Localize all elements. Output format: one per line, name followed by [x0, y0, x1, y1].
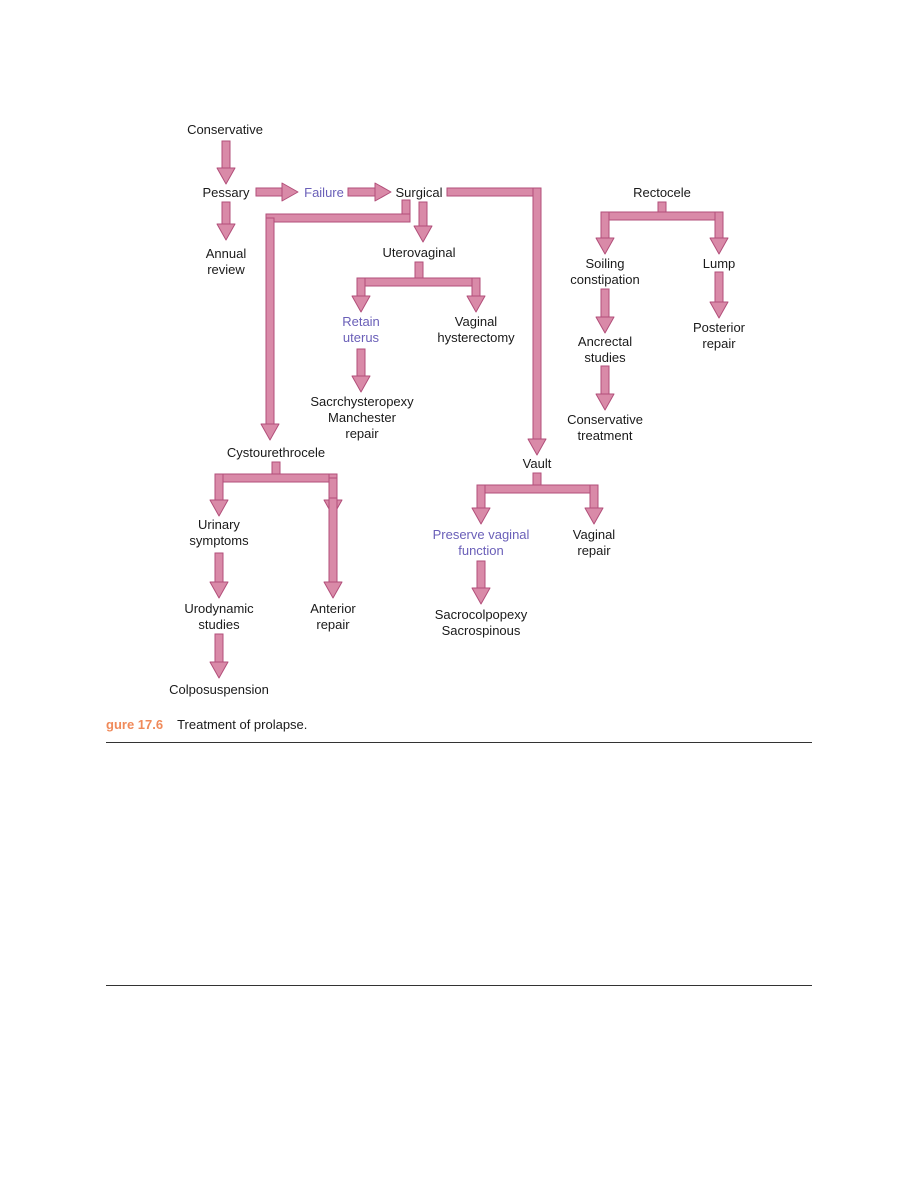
- node-preserve-vaginal-function: Preserve vaginal function: [432, 527, 530, 558]
- branch-uterovaginal-right-head: [466, 295, 486, 313]
- arrow-pessary-annual-review-head: [216, 223, 236, 241]
- branch-vault-left-head: [471, 507, 491, 525]
- node-cystourethrocele: Cystourethrocele: [226, 445, 326, 460]
- branch-rectocele-bar: [600, 211, 724, 221]
- arrow-lump-posterior-head: [709, 301, 729, 319]
- arrow-to-anterior-repair-shaft: [328, 497, 338, 584]
- arrow-anorectal-conservative-head: [595, 393, 615, 411]
- caption-number: gure 17.6: [106, 717, 164, 732]
- arrow-urinary-urodynamic-shaft: [214, 552, 224, 584]
- arrow-surgical-uterovaginal-shaft: [418, 201, 428, 228]
- arrow-failure-surgical-head: [374, 182, 392, 202]
- arrow-preserve-sacrocolpopexy-head: [471, 587, 491, 605]
- node-vault: Vault: [522, 456, 552, 471]
- arrow-soiling-anorectal-head: [595, 316, 615, 334]
- branch-rectocele-left-shaft: [600, 211, 610, 240]
- branch-uterovaginal-left-head: [351, 295, 371, 313]
- branch-uterovaginal-left-shaft: [356, 277, 366, 298]
- caption-text: Treatment of prolapse.: [177, 717, 308, 732]
- divider-top: [106, 742, 812, 743]
- branch-cystourethrocele-left-head: [209, 499, 229, 517]
- arrow-pessary-failure-head: [281, 182, 299, 202]
- branch-rectocele-left-head: [595, 237, 615, 255]
- branch-rectocele-right-shaft: [714, 211, 724, 240]
- path-surgical-vault-a: [446, 187, 542, 197]
- figure-caption: gure 17.6 Treatment of prolapse.: [106, 717, 307, 732]
- branch-vault-right-shaft: [589, 484, 599, 510]
- node-vaginal-repair: Vaginal repair: [572, 527, 616, 558]
- branch-uterovaginal-right-shaft: [471, 277, 481, 298]
- node-anorectal-studies: Ancrectal studies: [577, 334, 633, 365]
- arrow-to-anterior-repair-head: [323, 581, 343, 599]
- arrow-anorectal-conservative-shaft: [600, 365, 610, 396]
- arrow-to-cystourethrocele-shaft: [265, 217, 275, 426]
- arrow-retain-sacro-head: [351, 375, 371, 393]
- node-posterior-repair: Posterior repair: [692, 320, 746, 351]
- arrow-conservative-pessary-shaft: [221, 140, 231, 170]
- node-soiling-constipation: Soiling constipation: [570, 256, 640, 287]
- branch-cysto-right-extend: [328, 477, 338, 501]
- arrow-urodynamic-colposuspension-head: [209, 661, 229, 679]
- branch-uterovaginal-bar: [356, 277, 481, 287]
- node-colposuspension: Colposuspension: [169, 682, 269, 697]
- arrow-preserve-sacrocolpopexy-shaft: [476, 560, 486, 590]
- arrow-pessary-failure-shaft: [255, 187, 284, 197]
- branch-cystourethrocele-bar: [214, 473, 338, 483]
- node-urodynamic-studies: Urodynamic studies: [184, 601, 254, 632]
- arrow-surgical-uterovaginal-head: [413, 225, 433, 243]
- branch-rectocele-right-head: [709, 237, 729, 255]
- node-surgical: Surgical: [395, 185, 443, 200]
- branch-cystourethrocele-left-shaft: [214, 473, 224, 502]
- arrow-lump-posterior-shaft: [714, 271, 724, 304]
- arrow-to-cystourethrocele-head: [260, 423, 280, 441]
- node-failure: Failure: [304, 185, 344, 200]
- divider-bottom: [106, 985, 812, 986]
- node-sacrocolpopexy: Sacrocolpopexy Sacrospinous: [434, 607, 528, 638]
- arrow-to-vault-head: [527, 438, 547, 456]
- branch-vault-bar: [476, 484, 599, 494]
- node-urinary-symptoms: Urinary symptoms: [189, 517, 249, 548]
- arrow-to-vault-shaft: [532, 187, 542, 441]
- path-surgical-cysto-b: [265, 213, 411, 223]
- node-sacrohysteropexy: Sacrchysteropexy Manchester repair: [310, 394, 414, 441]
- arrow-failure-surgical-shaft: [347, 187, 377, 197]
- node-anterior-repair: Anterior repair: [310, 601, 356, 632]
- arrow-urodynamic-colposuspension-shaft: [214, 633, 224, 664]
- node-pessary: Pessary: [202, 185, 250, 200]
- arrow-pessary-annual-review-shaft: [221, 201, 231, 226]
- node-uterovaginal: Uterovaginal: [382, 245, 456, 260]
- node-annual-review: Annual review: [205, 246, 247, 277]
- node-rectocele: Rectocele: [633, 185, 691, 200]
- node-conservative-treatment: Conservative treatment: [567, 412, 643, 443]
- arrow-retain-sacro-shaft: [356, 348, 366, 378]
- branch-vault-right-head: [584, 507, 604, 525]
- node-lump: Lump: [702, 256, 736, 271]
- node-vaginal-hysterectomy: Vaginal hysterectomy: [437, 314, 515, 345]
- node-conservative: Conservative: [187, 122, 263, 137]
- arrow-soiling-anorectal-shaft: [600, 288, 610, 319]
- arrow-urinary-urodynamic-head: [209, 581, 229, 599]
- node-retain-uterus: Retain uterus: [342, 314, 380, 345]
- arrow-conservative-pessary-head: [216, 167, 236, 185]
- branch-vault-left-shaft: [476, 484, 486, 510]
